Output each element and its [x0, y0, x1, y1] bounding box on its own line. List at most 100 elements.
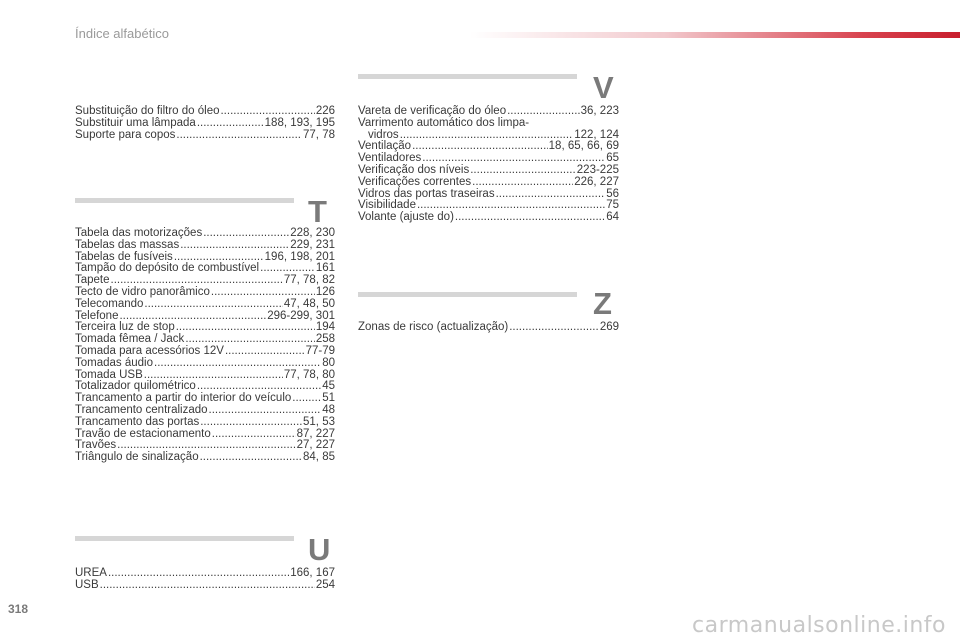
- dot-leader: ........................................…: [117, 440, 296, 452]
- dot-leader: ........................................…: [292, 393, 322, 405]
- section-letter-v: V: [593, 70, 614, 105]
- index-entry: Travão de estacionamento................…: [75, 428, 335, 441]
- index-entry-pages: 27, 227: [296, 439, 335, 452]
- index-entry: UREA....................................…: [75, 567, 335, 580]
- index-list-s: Substituição do filtro do óleo..........…: [75, 105, 335, 142]
- index-list-z: Zonas de risco (actualização)...........…: [358, 321, 619, 334]
- index-entry: Tabelas de fusíveis.....................…: [75, 250, 335, 264]
- index-entry: Tomada fêmea / Jack.....................…: [75, 333, 335, 346]
- index-entry-label: Ventiladores: [358, 152, 422, 165]
- index-entry-pages: 77, 78: [303, 128, 335, 141]
- dot-leader: ........................................…: [220, 106, 314, 117]
- index-entry-label: Tapete: [75, 274, 110, 287]
- dot-leader: ........................................…: [470, 164, 576, 176]
- index-entry: Ventiladores............................…: [358, 152, 619, 165]
- dot-leader: ........................................…: [208, 404, 322, 416]
- section-rule: [75, 536, 294, 541]
- index-list-v: Vareta de verificação do óleo...........…: [358, 105, 619, 224]
- index-entry-label: Travões: [75, 439, 117, 452]
- index-entry-pages: 223-225: [576, 163, 619, 176]
- index-entry-label: Tampão do depósito de combustível: [75, 262, 260, 275]
- index-entry: Telecomando.............................…: [75, 297, 335, 311]
- dot-leader: ........................................…: [99, 579, 315, 591]
- index-entry: Triângulo de sinalização................…: [75, 451, 335, 464]
- index-entry-pages: 226, 227: [574, 175, 619, 188]
- dot-leader: ........................................…: [173, 251, 264, 263]
- section-header-v: V: [358, 72, 619, 112]
- dot-leader: ........................................…: [154, 357, 321, 369]
- dot-leader: ........................................…: [143, 369, 283, 381]
- index-entry-pages: 229, 231: [290, 238, 335, 251]
- index-entry: Vareta de verificação do óleo...........…: [358, 105, 619, 118]
- index-entry-pages: 196, 198, 201: [264, 250, 335, 263]
- index-entry: Trancamento das portas..................…: [75, 415, 335, 429]
- index-entry-pages: 47, 48, 50: [283, 297, 335, 310]
- index-entry-label: Tabelas das massas: [75, 238, 180, 251]
- index-entry: Totalizador quilométrico................…: [75, 381, 335, 393]
- index-entry-pages: 228, 230: [290, 227, 335, 239]
- dot-leader: ........................................…: [260, 263, 315, 275]
- index-entry-label: Substituição do filtro do óleo: [75, 105, 220, 117]
- index-entry-pages: 51: [322, 392, 335, 405]
- index-entry-pages: 226: [315, 105, 335, 117]
- index-entry-pages: 48: [322, 403, 335, 416]
- page-number: 318: [8, 602, 29, 616]
- index-entry-pages: 77, 78, 82: [283, 274, 335, 287]
- index-entry-pages: 80: [322, 356, 335, 369]
- index-entry-pages: 269: [599, 321, 619, 333]
- index-entry-label: UREA: [75, 567, 107, 579]
- index-entry-pages: 64: [606, 211, 619, 224]
- index-entry: vidros..................................…: [358, 129, 619, 142]
- section-header-u: U: [75, 534, 335, 574]
- index-entry-label: Tecto de vidro panorâmico: [75, 285, 210, 298]
- index-entry-pages: 296-299, 301: [267, 309, 335, 322]
- index-entry-pages: 51, 53: [303, 415, 335, 428]
- section-rule: [75, 198, 294, 203]
- page-header-title: Índice alfabético: [75, 26, 169, 41]
- dot-leader: ........................................…: [507, 106, 580, 117]
- index-entry: Varrimento automático dos limpa-: [358, 117, 619, 130]
- index-entry-label: Tomada USB: [75, 368, 143, 381]
- index-entry-pages: 188, 193, 195: [264, 116, 335, 129]
- index-entry: USB.....................................…: [75, 579, 335, 592]
- dot-leader: ........................................…: [176, 129, 302, 141]
- dot-leader: ........................................…: [196, 381, 322, 393]
- index-list-t: Tabela das motorizações.................…: [75, 227, 335, 464]
- index-entry: Suporte para copos......................…: [75, 128, 335, 142]
- index-entry: Ventilação..............................…: [358, 141, 619, 153]
- index-entry: Trancamento a partir do interior do veíc…: [75, 392, 335, 405]
- dot-leader: ........................................…: [416, 200, 606, 212]
- section-header-t: T: [75, 196, 335, 236]
- section-letter-u: U: [308, 532, 331, 567]
- index-entry: Substituição do filtro do óleo..........…: [75, 105, 335, 118]
- section-rule: [358, 292, 577, 297]
- index-entry: Tabelas das massas......................…: [75, 238, 335, 252]
- section-rule: [358, 74, 577, 79]
- index-entry-pages: 18, 65, 66, 69: [548, 140, 619, 153]
- dot-leader: ........................................…: [211, 428, 296, 440]
- dot-leader: ........................................…: [119, 310, 267, 322]
- index-entry-label: Totalizador quilométrico: [75, 380, 196, 393]
- index-entry-label: Substituir uma lâmpada: [75, 116, 196, 129]
- dot-leader: ........................................…: [210, 286, 315, 298]
- index-entry-pages: 161: [315, 262, 335, 275]
- dot-leader: ........................................…: [203, 228, 290, 239]
- index-entry: Verificação dos níveis..................…: [358, 163, 619, 177]
- index-entry: Tecto de vidro panorâmico...............…: [75, 285, 335, 299]
- index-entry-label: Suporte para copos: [75, 128, 176, 141]
- dot-leader: ........................................…: [180, 239, 289, 251]
- index-entry-label: Vareta de verificação do óleo: [358, 105, 507, 117]
- index-entry-pages: 126: [315, 285, 335, 298]
- index-entry-label: Terceira luz de stop: [75, 321, 175, 334]
- index-entry-label: Telecomando: [75, 297, 144, 310]
- dot-leader: ........................................…: [196, 117, 264, 129]
- dot-leader: ........................................…: [422, 153, 605, 165]
- index-entry-pages: 36, 223: [580, 105, 619, 117]
- index-entry-pages: 75: [606, 199, 619, 212]
- index-entry-label: Tabela das motorizações: [75, 227, 203, 239]
- index-entry-pages: 84, 85: [303, 451, 335, 464]
- dot-leader: ........................................…: [509, 322, 599, 333]
- dot-leader: ........................................…: [107, 568, 289, 579]
- index-entry: Verificações correntes..................…: [358, 175, 619, 189]
- index-entry: Tabela das motorizações.................…: [75, 227, 335, 240]
